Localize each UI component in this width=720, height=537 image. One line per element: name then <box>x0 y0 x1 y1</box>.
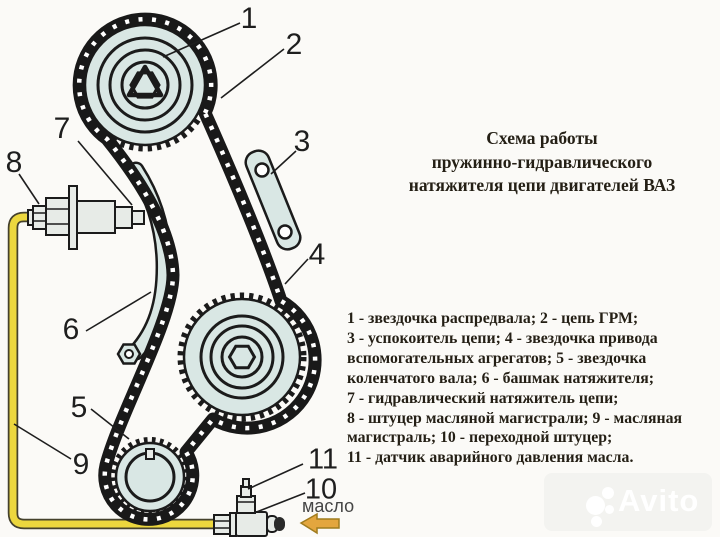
auxiliary-sprocket <box>177 292 307 422</box>
oil-flow-arrow-icon <box>299 512 340 535</box>
legend: 1 - звездочка распредвала; 2 - цепь ГРМ;… <box>347 309 717 468</box>
callout-5: 5 <box>70 391 88 424</box>
tensioner-cylinder <box>76 200 116 234</box>
callout-7: 7 <box>53 112 71 145</box>
oil-line <box>7 211 216 530</box>
callout-3: 3 <box>293 125 311 158</box>
tensioner-nut <box>45 197 70 236</box>
title-line: пружинно-гидравлического <box>431 151 653 172</box>
chain-damper <box>244 149 302 251</box>
legend-line: 11 - датчик аварийного давления масла. <box>347 449 634 467</box>
adapter-fitting-assembly <box>213 478 285 537</box>
pipe-nut <box>213 514 231 535</box>
legend-line: 7 - гидравлический натяжитель цепи; <box>347 389 619 407</box>
legend-line: коленчатого вала; 6 - башмак натяжителя; <box>347 369 655 387</box>
diagram-title: Схема работы пружинно-гидравлического на… <box>366 127 718 198</box>
watermark-text: Avito <box>618 483 700 518</box>
plunger-housing <box>114 206 133 229</box>
callout-6: 6 <box>62 313 80 346</box>
avito-watermark: Avito <box>544 473 712 531</box>
oil-pressure-sensor <box>236 478 256 514</box>
callout-9: 9 <box>72 448 90 481</box>
keyway <box>145 448 155 460</box>
washer-plate <box>126 64 164 98</box>
callout-8: 8 <box>5 146 23 179</box>
title-line: натяжителя цепи двигателей ВАЗ <box>408 175 676 195</box>
avito-logo-icon <box>586 496 605 515</box>
center-bolt <box>129 71 161 99</box>
legend-line: 1 - звездочка распредвала; 2 - цепь ГРМ; <box>347 310 639 327</box>
callout-11: 11 <box>307 443 339 476</box>
legend-line: 8 - штуцер масляной магистрали; 9 - масл… <box>347 409 683 427</box>
hydraulic-tensioner <box>27 185 145 250</box>
center-bolt <box>227 344 257 370</box>
leader-lines <box>13 22 309 514</box>
timing-chain <box>72 12 322 526</box>
callout-10: 10 <box>304 473 338 506</box>
oil-fitting <box>32 205 47 230</box>
legend-line: 3 - успокоитель цепи; 4 - звездочка прив… <box>347 329 658 347</box>
callout-2: 2 <box>285 28 303 61</box>
legend-line: вспомогательных агрегатов; 5 - звездочка <box>347 349 647 367</box>
callout-1: 1 <box>240 2 258 35</box>
adapter-body <box>235 511 268 537</box>
title-line: Схема работы <box>486 128 598 148</box>
mounting-flange <box>68 185 78 250</box>
oil-flow-label: масло <box>302 496 355 516</box>
nozzle-tip <box>274 517 285 531</box>
callout-4: 4 <box>308 238 326 271</box>
plunger-tip <box>131 210 145 225</box>
legend-line: магистраль; 10 - переходной штуцер; <box>347 429 613 447</box>
